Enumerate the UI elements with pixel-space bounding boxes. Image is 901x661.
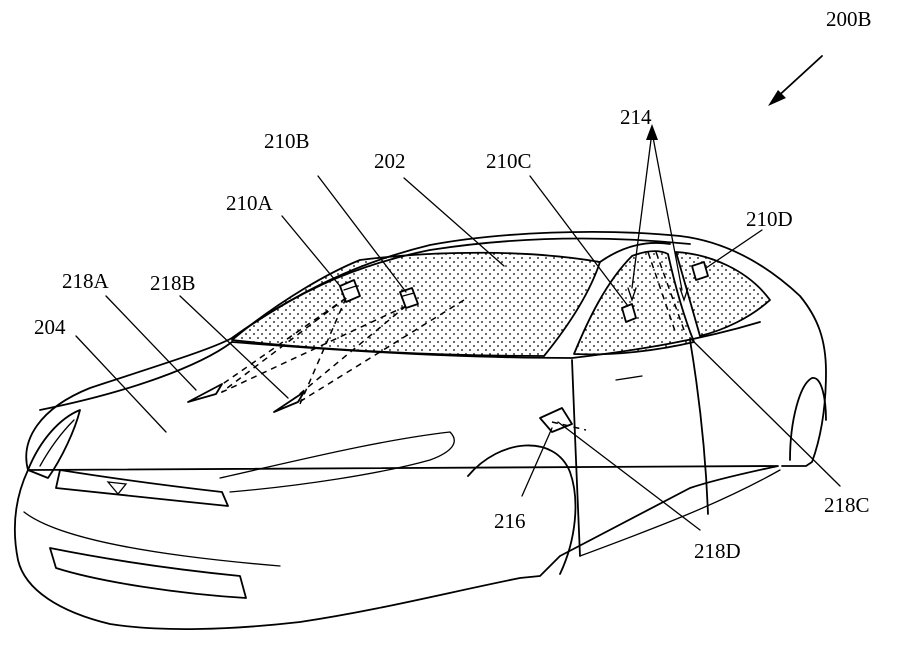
sensor-beams — [213, 251, 685, 431]
sensor-210c — [621, 303, 637, 323]
label-218a: 218A — [62, 269, 110, 293]
front-side-window — [573, 250, 695, 356]
car-outline — [13, 231, 827, 630]
label-204: 204 — [34, 315, 66, 339]
bumper-intake — [49, 547, 247, 599]
label-218b: 218B — [150, 271, 196, 295]
figure-arrowhead — [768, 90, 786, 106]
target-218a — [187, 383, 223, 403]
label-210b: 210B — [264, 129, 310, 153]
label-218c: 218C — [824, 493, 870, 517]
b-pillar-line — [689, 339, 709, 515]
a-pillar — [599, 242, 671, 263]
sensor-210a — [339, 279, 361, 303]
arrowhead-214-left — [646, 124, 658, 140]
label-216: 216 — [494, 509, 526, 533]
nose — [55, 469, 229, 507]
label-200b: 200B — [826, 7, 872, 31]
sensor-210b — [399, 287, 419, 309]
bumper-line — [23, 511, 281, 567]
hood-line — [39, 341, 233, 411]
nose-emblem — [106, 481, 128, 496]
label-210c: 210C — [486, 149, 532, 173]
front-wheel-arch — [467, 444, 577, 575]
target-218b — [273, 391, 305, 413]
label-210d: 210D — [746, 207, 793, 231]
headlight — [27, 409, 81, 479]
label-218d: 218D — [694, 539, 741, 563]
door-handle — [615, 375, 643, 381]
rocker-line — [579, 469, 781, 557]
side-mirror — [539, 407, 573, 433]
arrowhead-214-b — [679, 287, 689, 303]
label-202: 202 — [374, 149, 406, 173]
hood-crease — [219, 431, 455, 493]
sensor-210d — [691, 261, 709, 281]
figure-arrow — [773, 55, 823, 101]
label-210a: 210A — [226, 191, 274, 215]
leader-lines — [75, 131, 841, 531]
headlight-inner — [39, 419, 75, 467]
arrowhead-214-a — [627, 287, 637, 303]
rear-wheel-arch — [789, 377, 827, 461]
label-214: 214 — [620, 105, 652, 129]
front-door-line — [571, 359, 581, 557]
